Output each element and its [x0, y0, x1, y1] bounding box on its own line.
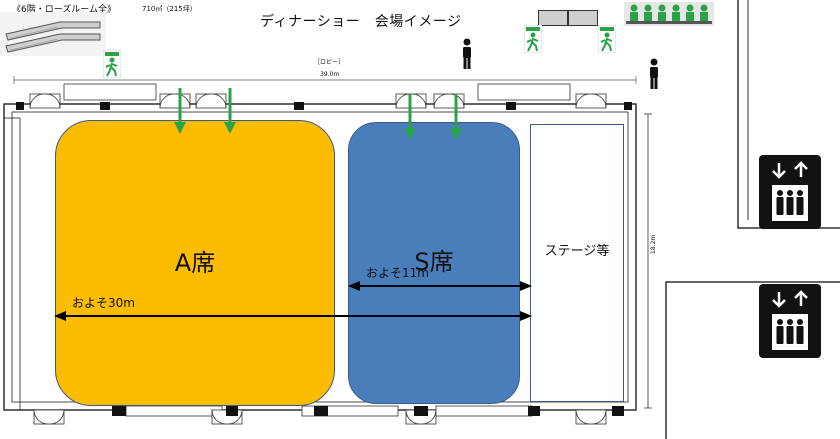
dimension-arrows — [54, 281, 532, 321]
seated-people-icon — [624, 2, 714, 26]
lobby-label: ［ロビー］ — [314, 59, 345, 66]
emergency-exit-icon — [524, 25, 542, 53]
page-title: ディナーショー 会場イメージ — [260, 14, 462, 30]
s-seats-zone: S席 — [348, 122, 520, 404]
emergency-exit-icon — [598, 25, 616, 53]
approx-30m-label: およそ30m — [72, 296, 135, 310]
width-dimension-line — [13, 76, 637, 84]
elevator-icon — [759, 155, 821, 229]
emergency-exit-icon — [103, 50, 121, 78]
floor-title: 《6階・ローズルーム全》 — [12, 5, 117, 15]
elevator-icon — [759, 284, 821, 358]
stage-zone: ステージ等 — [530, 124, 624, 402]
a-seats-zone: A席 — [55, 120, 335, 406]
area-label: 710㎡（215坪） — [142, 5, 197, 13]
width-dimension-label: 39.0m — [320, 71, 340, 78]
depth-dimension-line — [644, 113, 652, 409]
hall-floor-plan — [3, 76, 652, 425]
approx-11m-label: およそ11m — [366, 266, 429, 280]
a-seats-label: A席 — [174, 248, 216, 277]
stage-label: ステージ等 — [544, 243, 610, 259]
s-seats-label: S席 — [414, 247, 454, 276]
bench-icon — [538, 10, 598, 26]
escalator-illustration — [0, 12, 106, 56]
person-icon — [650, 58, 658, 89]
entry-arrows — [174, 88, 462, 140]
person-icon — [463, 38, 471, 69]
